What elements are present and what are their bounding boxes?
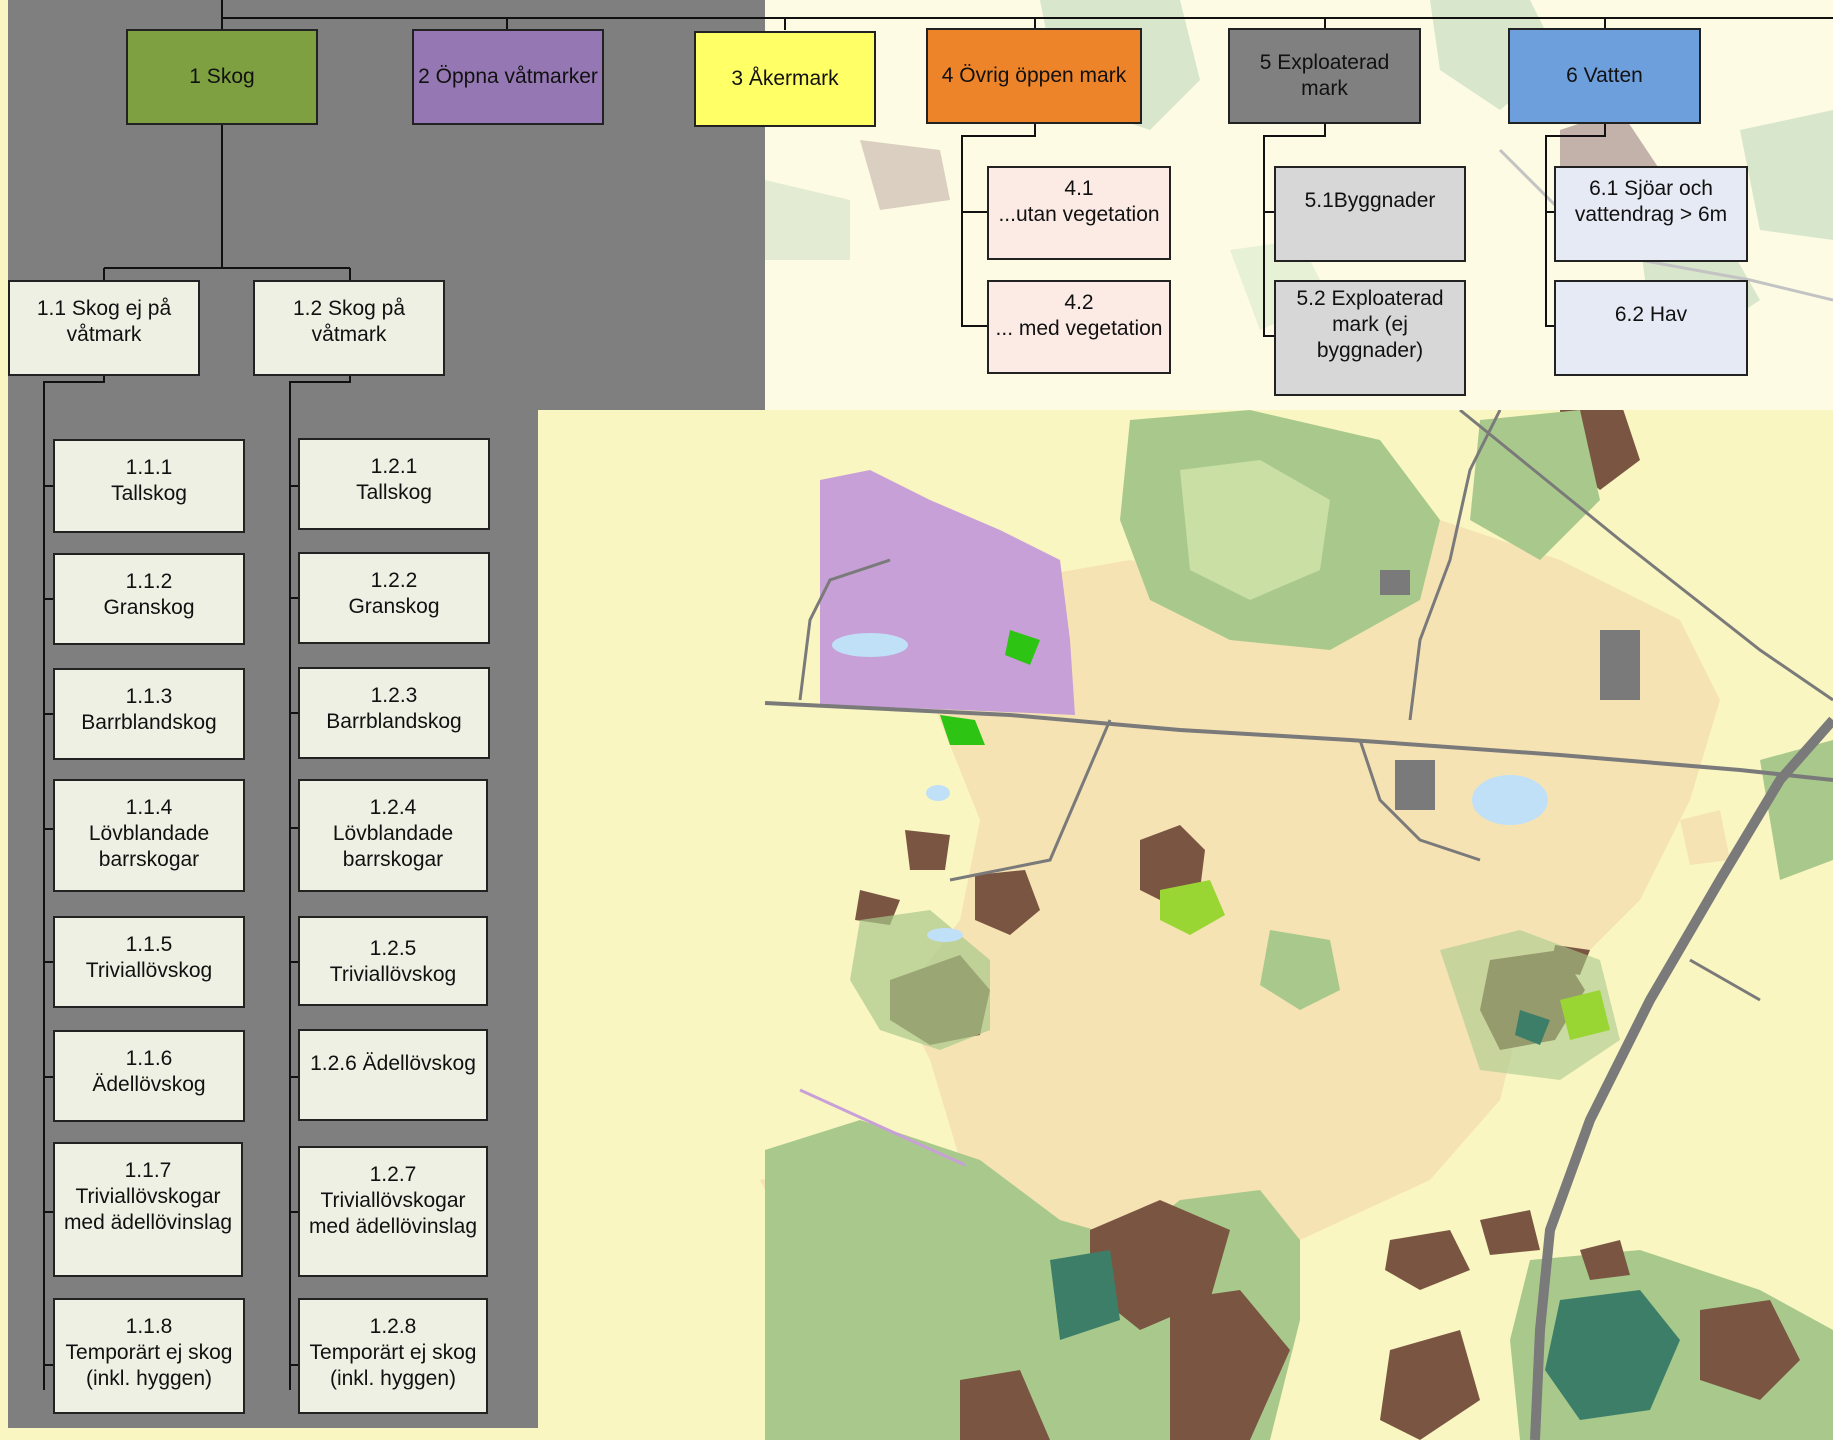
forest-class-1-2-2-box: 1.2.2 Granskog xyxy=(298,552,490,644)
forest-class-1-1-8-box: 1.1.8 Temporärt ej skog (inkl. hyggen) xyxy=(53,1298,245,1414)
forest-class-1-1-3-box: 1.1.3 Barrblandskog xyxy=(53,668,245,760)
forest-class-1-1-4-box: 1.1.4 Lövblandade barrskogar xyxy=(53,779,245,892)
subclass-5-2-box: 5.2 Exploaterad mark (ej byggnader) xyxy=(1274,280,1466,396)
forest-class-1-2-6-box: 1.2.6 Ädellövskog xyxy=(298,1029,488,1121)
subclass-1-2-box: 1.2 Skog på våtmark xyxy=(253,280,445,376)
class-2-oppna-vatmarker-box: 2 Öppna våtmarker xyxy=(412,29,604,125)
subclass-6-1-box: 6.1 Sjöar och vattendrag > 6m xyxy=(1554,166,1748,262)
forest-class-1-1-7-box: 1.1.7 Triviallövskogar med ädellövinslag xyxy=(53,1142,243,1277)
forest-class-1-2-5-box: 1.2.5 Triviallövskog xyxy=(298,916,488,1006)
class-4-ovrig-oppen-mark-box: 4 Övrig öppen mark xyxy=(926,28,1142,124)
subclass-5-1-box: 5.1Byggnader xyxy=(1274,166,1466,262)
forest-class-1-2-4-box: 1.2.4 Lövblandade barrskogar xyxy=(298,779,488,892)
subclass-6-2-box: 6.2 Hav xyxy=(1554,280,1748,376)
forest-class-1-2-3-box: 1.2.3 Barrblandskog xyxy=(298,667,490,759)
forest-class-1-2-8-box: 1.2.8 Temporärt ej skog (inkl. hyggen) xyxy=(298,1298,488,1414)
subclass-1-1-box: 1.1 Skog ej på våtmark xyxy=(8,280,200,376)
forest-class-1-1-5-box: 1.1.5 Triviallövskog xyxy=(53,916,245,1008)
forest-class-1-1-2-box: 1.1.2 Granskog xyxy=(53,553,245,645)
class-1-skog-box: 1 Skog xyxy=(126,29,318,125)
subclass-4-2-box: 4.2 ... med vegetation xyxy=(987,280,1171,374)
forest-class-1-1-6-box: 1.1.6 Ädellövskog xyxy=(53,1030,245,1122)
class-3-akermark-box: 3 Åkermark xyxy=(694,31,876,127)
forest-class-1-1-1-box: 1.1.1 Tallskog xyxy=(53,439,245,533)
forest-class-1-2-7-box: 1.2.7 Triviallövskogar med ädellövinslag xyxy=(298,1146,488,1277)
class-6-vatten-box: 6 Vatten xyxy=(1508,28,1701,124)
class-5-exploaterad-mark-box: 5 Exploaterad mark xyxy=(1228,28,1421,124)
subclass-4-1-box: 4.1 ...utan vegetation xyxy=(987,166,1171,260)
forest-class-1-2-1-box: 1.2.1 Tallskog xyxy=(298,438,490,530)
